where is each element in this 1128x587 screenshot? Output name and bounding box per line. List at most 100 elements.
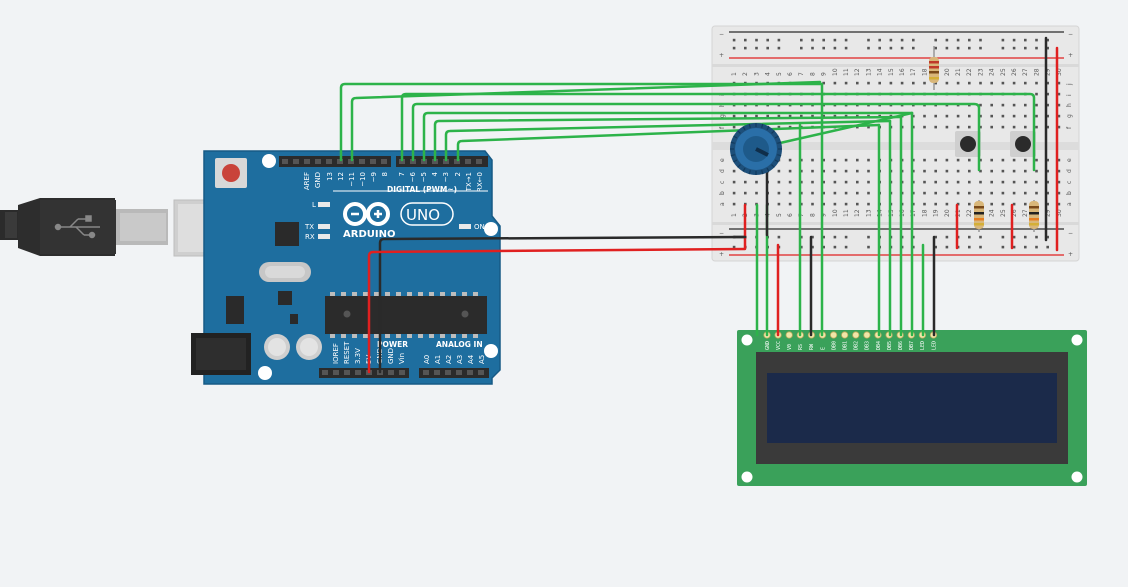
breadboard-hole[interactable] <box>912 169 915 173</box>
breadboard-hole[interactable] <box>1012 46 1016 50</box>
breadboard-hole[interactable] <box>934 46 937 50</box>
breadboard-hole[interactable] <box>912 191 915 195</box>
breadboard-hole[interactable] <box>800 191 803 195</box>
breadboard-hole[interactable] <box>934 38 937 42</box>
breadboard-hole[interactable] <box>856 202 859 206</box>
breadboard-hole[interactable] <box>811 191 814 195</box>
breadboard-hole[interactable] <box>856 158 859 162</box>
breadboard-hole[interactable] <box>1057 158 1061 162</box>
breadboard-hole[interactable] <box>1024 158 1027 162</box>
breadboard-hole[interactable] <box>788 169 792 173</box>
breadboard-hole[interactable] <box>822 158 825 162</box>
breadboard-hole[interactable] <box>856 114 859 118</box>
breadboard-hole[interactable] <box>755 114 758 118</box>
breadboard-hole[interactable] <box>822 245 825 249</box>
breadboard-hole[interactable] <box>1057 169 1061 173</box>
header-socket[interactable] <box>443 159 449 164</box>
breadboard-hole[interactable] <box>1001 191 1005 195</box>
breadboard-hole[interactable] <box>934 114 937 118</box>
breadboard-hole[interactable] <box>990 169 993 173</box>
header-socket[interactable] <box>326 159 332 164</box>
breadboard-hole[interactable] <box>912 245 915 249</box>
breadboard-hole[interactable] <box>934 169 937 173</box>
breadboard-hole[interactable] <box>979 235 982 239</box>
breadboard-hole[interactable] <box>1024 180 1027 184</box>
header-socket[interactable] <box>348 159 354 164</box>
breadboard-hole[interactable] <box>777 202 781 206</box>
breadboard-hole[interactable] <box>811 202 814 206</box>
header-socket[interactable] <box>410 159 416 164</box>
breadboard-hole[interactable] <box>923 81 926 85</box>
breadboard-hole[interactable] <box>912 158 915 162</box>
breadboard-hole[interactable] <box>945 235 949 239</box>
breadboard-hole[interactable] <box>867 191 870 195</box>
breadboard-hole[interactable] <box>1012 245 1016 249</box>
breadboard-hole[interactable] <box>1046 169 1049 173</box>
breadboard-hole[interactable] <box>867 180 870 184</box>
lcd-pin[interactable] <box>852 331 860 339</box>
breadboard-hole[interactable] <box>878 38 881 42</box>
breadboard-hole[interactable] <box>1057 92 1061 96</box>
header-socket[interactable] <box>344 370 350 375</box>
breadboard-hole[interactable] <box>1046 81 1049 85</box>
breadboard-hole[interactable] <box>844 81 848 85</box>
breadboard-hole[interactable] <box>732 180 736 184</box>
breadboard-hole[interactable] <box>732 114 736 118</box>
breadboard-hole[interactable] <box>788 158 792 162</box>
header-socket[interactable] <box>304 159 310 164</box>
wires[interactable] <box>339 36 1059 374</box>
breadboard-hole[interactable] <box>900 46 904 50</box>
header-socket[interactable] <box>476 159 482 164</box>
breadboard-hole[interactable] <box>990 158 993 162</box>
breadboard-hole[interactable] <box>934 235 937 239</box>
breadboard-hole[interactable] <box>956 38 960 42</box>
breadboard-hole[interactable] <box>979 158 982 162</box>
breadboard-hole[interactable] <box>912 38 915 42</box>
breadboard-hole[interactable] <box>755 191 758 195</box>
breadboard-hole[interactable] <box>1046 191 1049 195</box>
breadboard-hole[interactable] <box>867 235 870 239</box>
breadboard-hole[interactable] <box>744 114 747 118</box>
breadboard-hole[interactable] <box>979 103 982 107</box>
breadboard-hole[interactable] <box>990 191 993 195</box>
breadboard-hole[interactable] <box>956 46 960 50</box>
breadboard-hole[interactable] <box>1012 191 1016 195</box>
breadboard-hole[interactable] <box>800 158 803 162</box>
breadboard-hole[interactable] <box>1046 103 1049 107</box>
breadboard-hole[interactable] <box>856 191 859 195</box>
breadboard-hole[interactable] <box>1012 114 1016 118</box>
breadboard-hole[interactable] <box>844 235 848 239</box>
breadboard-hole[interactable] <box>833 114 837 118</box>
breadboard-hole[interactable] <box>800 245 803 249</box>
breadboard-hole[interactable] <box>900 38 904 42</box>
breadboard-hole[interactable] <box>889 38 893 42</box>
breadboard-hole[interactable] <box>856 169 859 173</box>
breadboard-hole[interactable] <box>923 158 926 162</box>
breadboard-hole[interactable] <box>1057 81 1061 85</box>
breadboard-hole[interactable] <box>811 235 814 239</box>
breadboard-hole[interactable] <box>1035 114 1038 118</box>
lcd-pin[interactable] <box>841 331 849 339</box>
breadboard-hole[interactable] <box>1001 235 1005 239</box>
breadboard-hole[interactable] <box>833 46 837 50</box>
breadboard-hole[interactable] <box>1046 114 1049 118</box>
breadboard-hole[interactable] <box>945 46 949 50</box>
breadboard-hole[interactable] <box>777 114 781 118</box>
breadboard-hole[interactable] <box>1046 245 1049 249</box>
breadboard-hole[interactable] <box>777 180 781 184</box>
breadboard-hole[interactable] <box>867 169 870 173</box>
breadboard-hole[interactable] <box>844 245 848 249</box>
breadboard-hole[interactable] <box>788 202 792 206</box>
breadboard-hole[interactable] <box>979 114 982 118</box>
breadboard-hole[interactable] <box>945 158 949 162</box>
header-socket[interactable] <box>370 159 376 164</box>
breadboard-hole[interactable] <box>968 191 971 195</box>
breadboard-hole[interactable] <box>844 169 848 173</box>
breadboard-hole[interactable] <box>844 46 848 50</box>
breadboard-hole[interactable] <box>1035 169 1038 173</box>
breadboard-hole[interactable] <box>912 180 915 184</box>
header-socket[interactable] <box>355 370 361 375</box>
resistor-button-2[interactable] <box>1029 200 1039 232</box>
